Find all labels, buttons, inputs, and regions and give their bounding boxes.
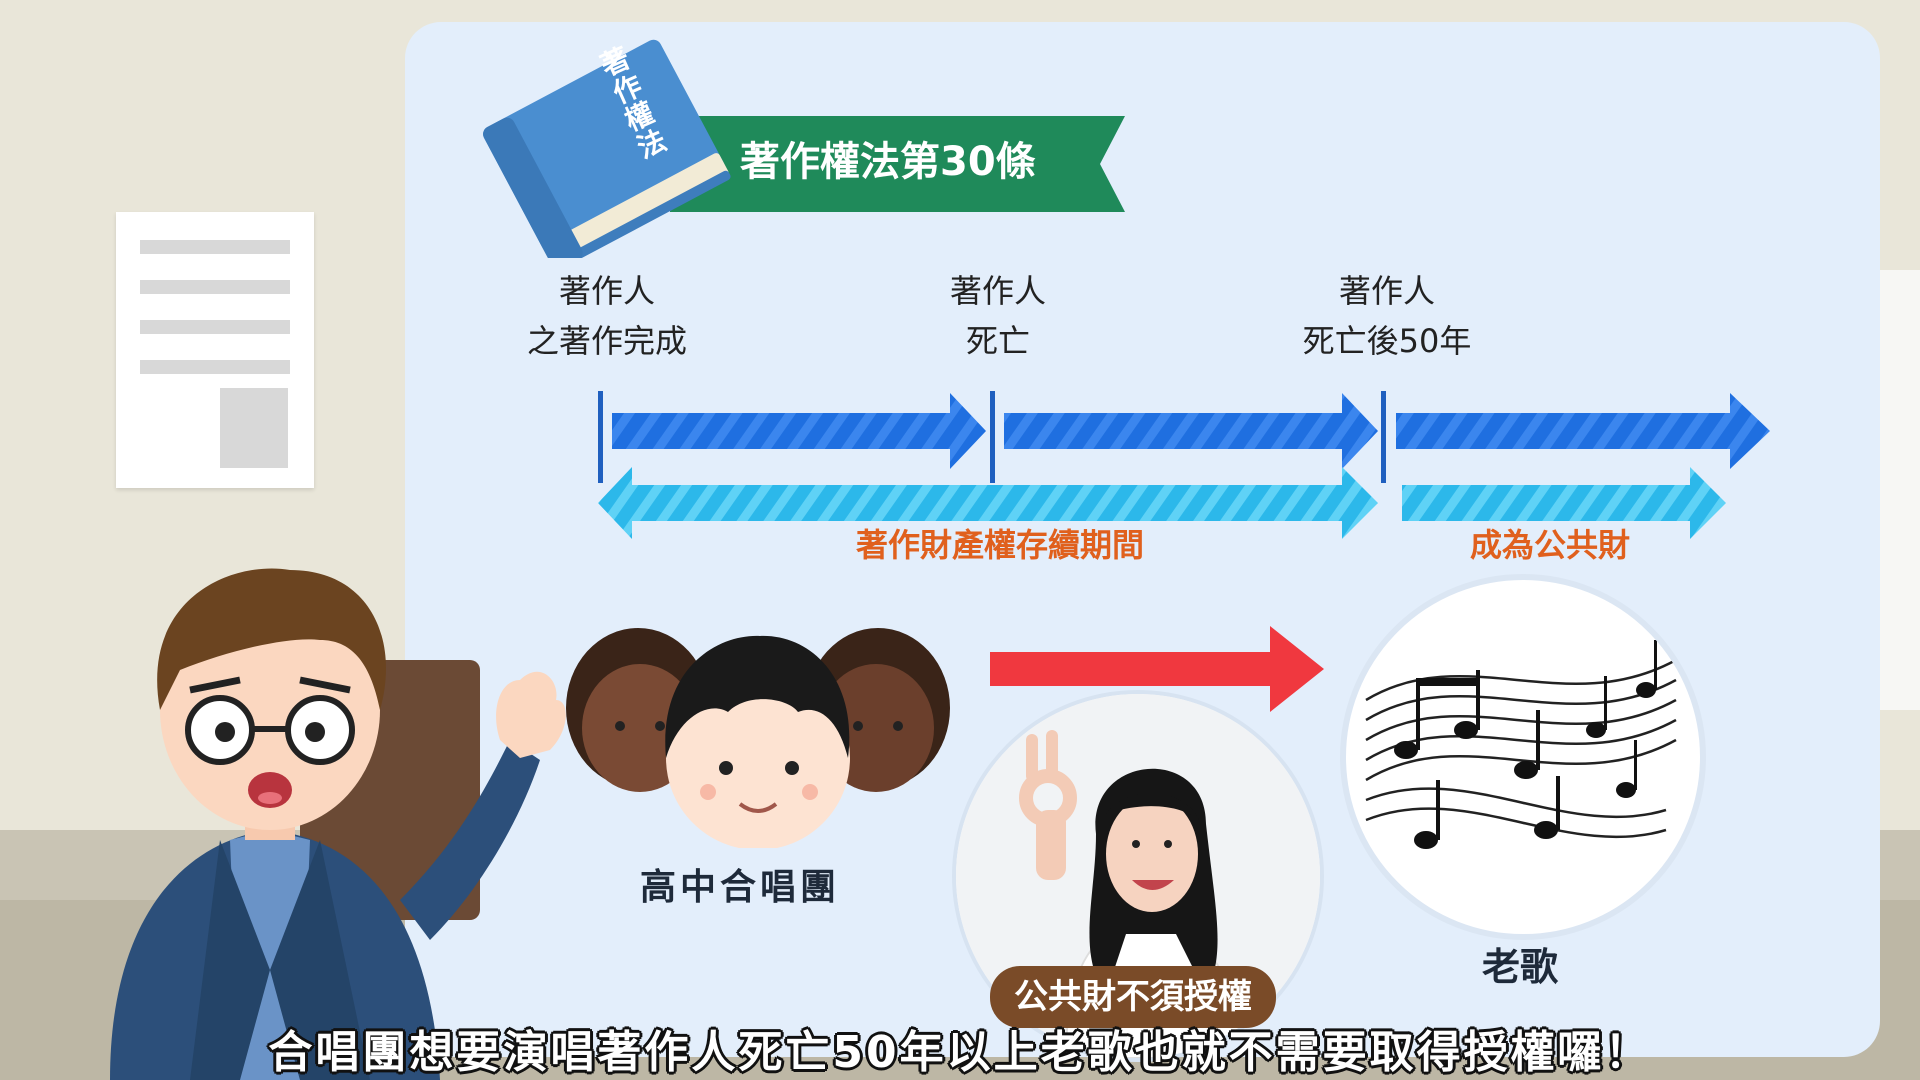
arrow-segment-3	[1396, 393, 1770, 469]
marker-death-line2: 死亡	[868, 316, 1128, 366]
presenter-character	[70, 540, 570, 1080]
tick-completion	[598, 391, 603, 483]
marker-completion-line1: 著作人	[477, 266, 737, 316]
door-edge	[1880, 270, 1920, 710]
tick-death	[990, 391, 995, 483]
banner-title: 著作權法第30條	[740, 132, 1100, 192]
arrow-segment-1	[612, 393, 986, 469]
old-song-circle	[1340, 574, 1706, 940]
timeline-arrows	[590, 370, 1790, 540]
wall-document	[116, 212, 314, 488]
marker-completion-line2: 之著作完成	[477, 316, 737, 366]
marker-death-50-label: 著作人 死亡後50年	[1257, 266, 1517, 366]
marker-completion-label: 著作人 之著作完成	[477, 266, 737, 366]
protected-period-label: 著作財產權存續期間	[800, 520, 1200, 566]
marker-death-50-line1: 著作人	[1257, 266, 1517, 316]
old-song-label: 老歌	[1440, 936, 1600, 991]
video-subtitle: 合唱團想要演唱著作人死亡50年以上老歌也就不需要取得授權囉！	[0, 1016, 1920, 1076]
marker-death-label: 著作人 死亡	[868, 266, 1128, 366]
music-notes-icon	[1346, 580, 1700, 934]
arrow-segment-2	[1004, 393, 1378, 469]
choir-illustration	[548, 608, 958, 848]
choir-label: 高中合唱團	[620, 858, 860, 910]
tick-death-50	[1381, 391, 1386, 483]
marker-death-50-line2: 死亡後50年	[1257, 316, 1517, 366]
marker-death-line1: 著作人	[868, 266, 1128, 316]
public-domain-label: 成為公共財	[1400, 520, 1700, 566]
